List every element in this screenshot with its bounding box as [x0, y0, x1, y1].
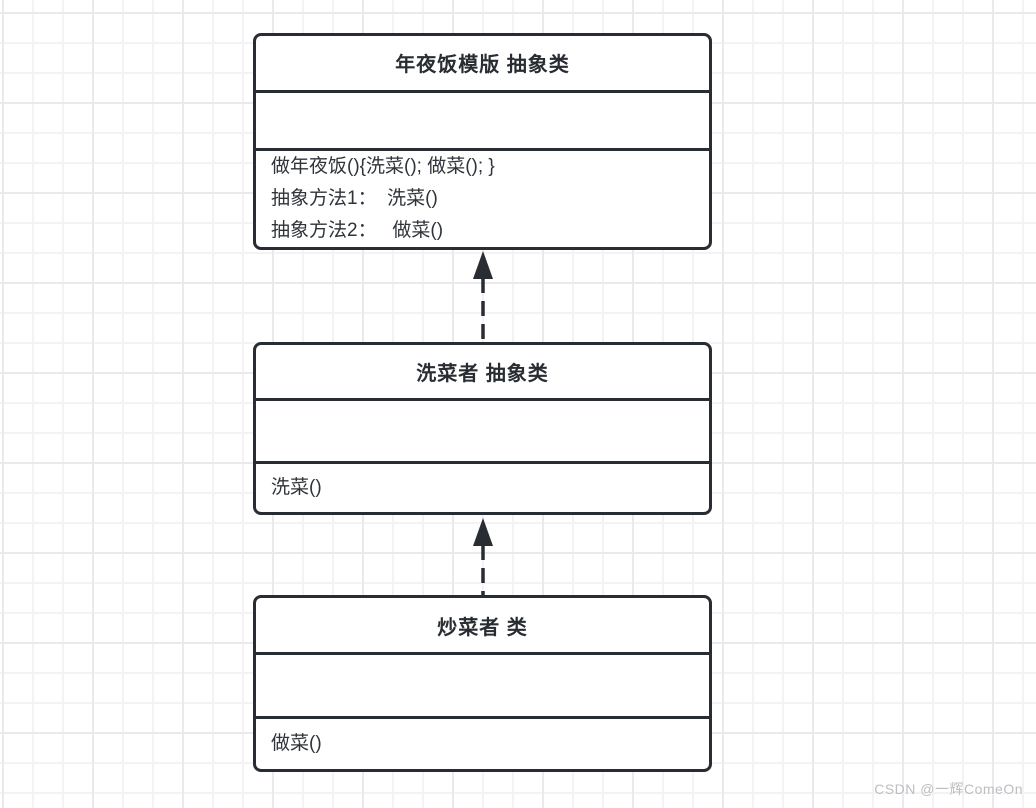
class-title: 洗菜者 抽象类 [416, 363, 549, 385]
watermark: CSDN @一辉ComeOn [874, 781, 1023, 797]
class-box-template: 年夜饭模版 抽象类 做年夜饭(){洗菜(); 做菜(); } 抽象方法1： 洗菜… [253, 33, 712, 250]
method-line: 洗菜() [271, 477, 322, 498]
class-fields-section [256, 398, 709, 461]
class-methods-section: 做菜() [256, 716, 709, 769]
method-line: 做菜() [271, 733, 322, 754]
method-line: 抽象方法2： 做菜() [271, 220, 444, 241]
class-fields-section [256, 652, 709, 716]
arrowhead-icon [473, 518, 493, 546]
class-methods-section: 洗菜() [256, 461, 709, 512]
class-fields-section [256, 89, 709, 148]
arrowhead-icon [473, 251, 493, 279]
class-title: 炒菜者 类 [437, 616, 528, 639]
class-methods-section: 做年夜饭(){洗菜(); 做菜(); } 抽象方法1： 洗菜() 抽象方法2： … [256, 148, 709, 247]
class-box-washer: 洗菜者 抽象类 洗菜() [253, 342, 712, 515]
method-line: 做年夜饭(){洗菜(); 做菜(); } [271, 156, 495, 177]
inheritance-arrow-washer-to-template [473, 251, 493, 343]
class-box-cook: 炒菜者 类 做菜() [253, 595, 712, 772]
inheritance-arrow-cook-to-washer [473, 518, 493, 596]
method-line: 抽象方法1： 洗菜() [271, 188, 438, 209]
class-title: 年夜饭模版 抽象类 [395, 54, 570, 77]
